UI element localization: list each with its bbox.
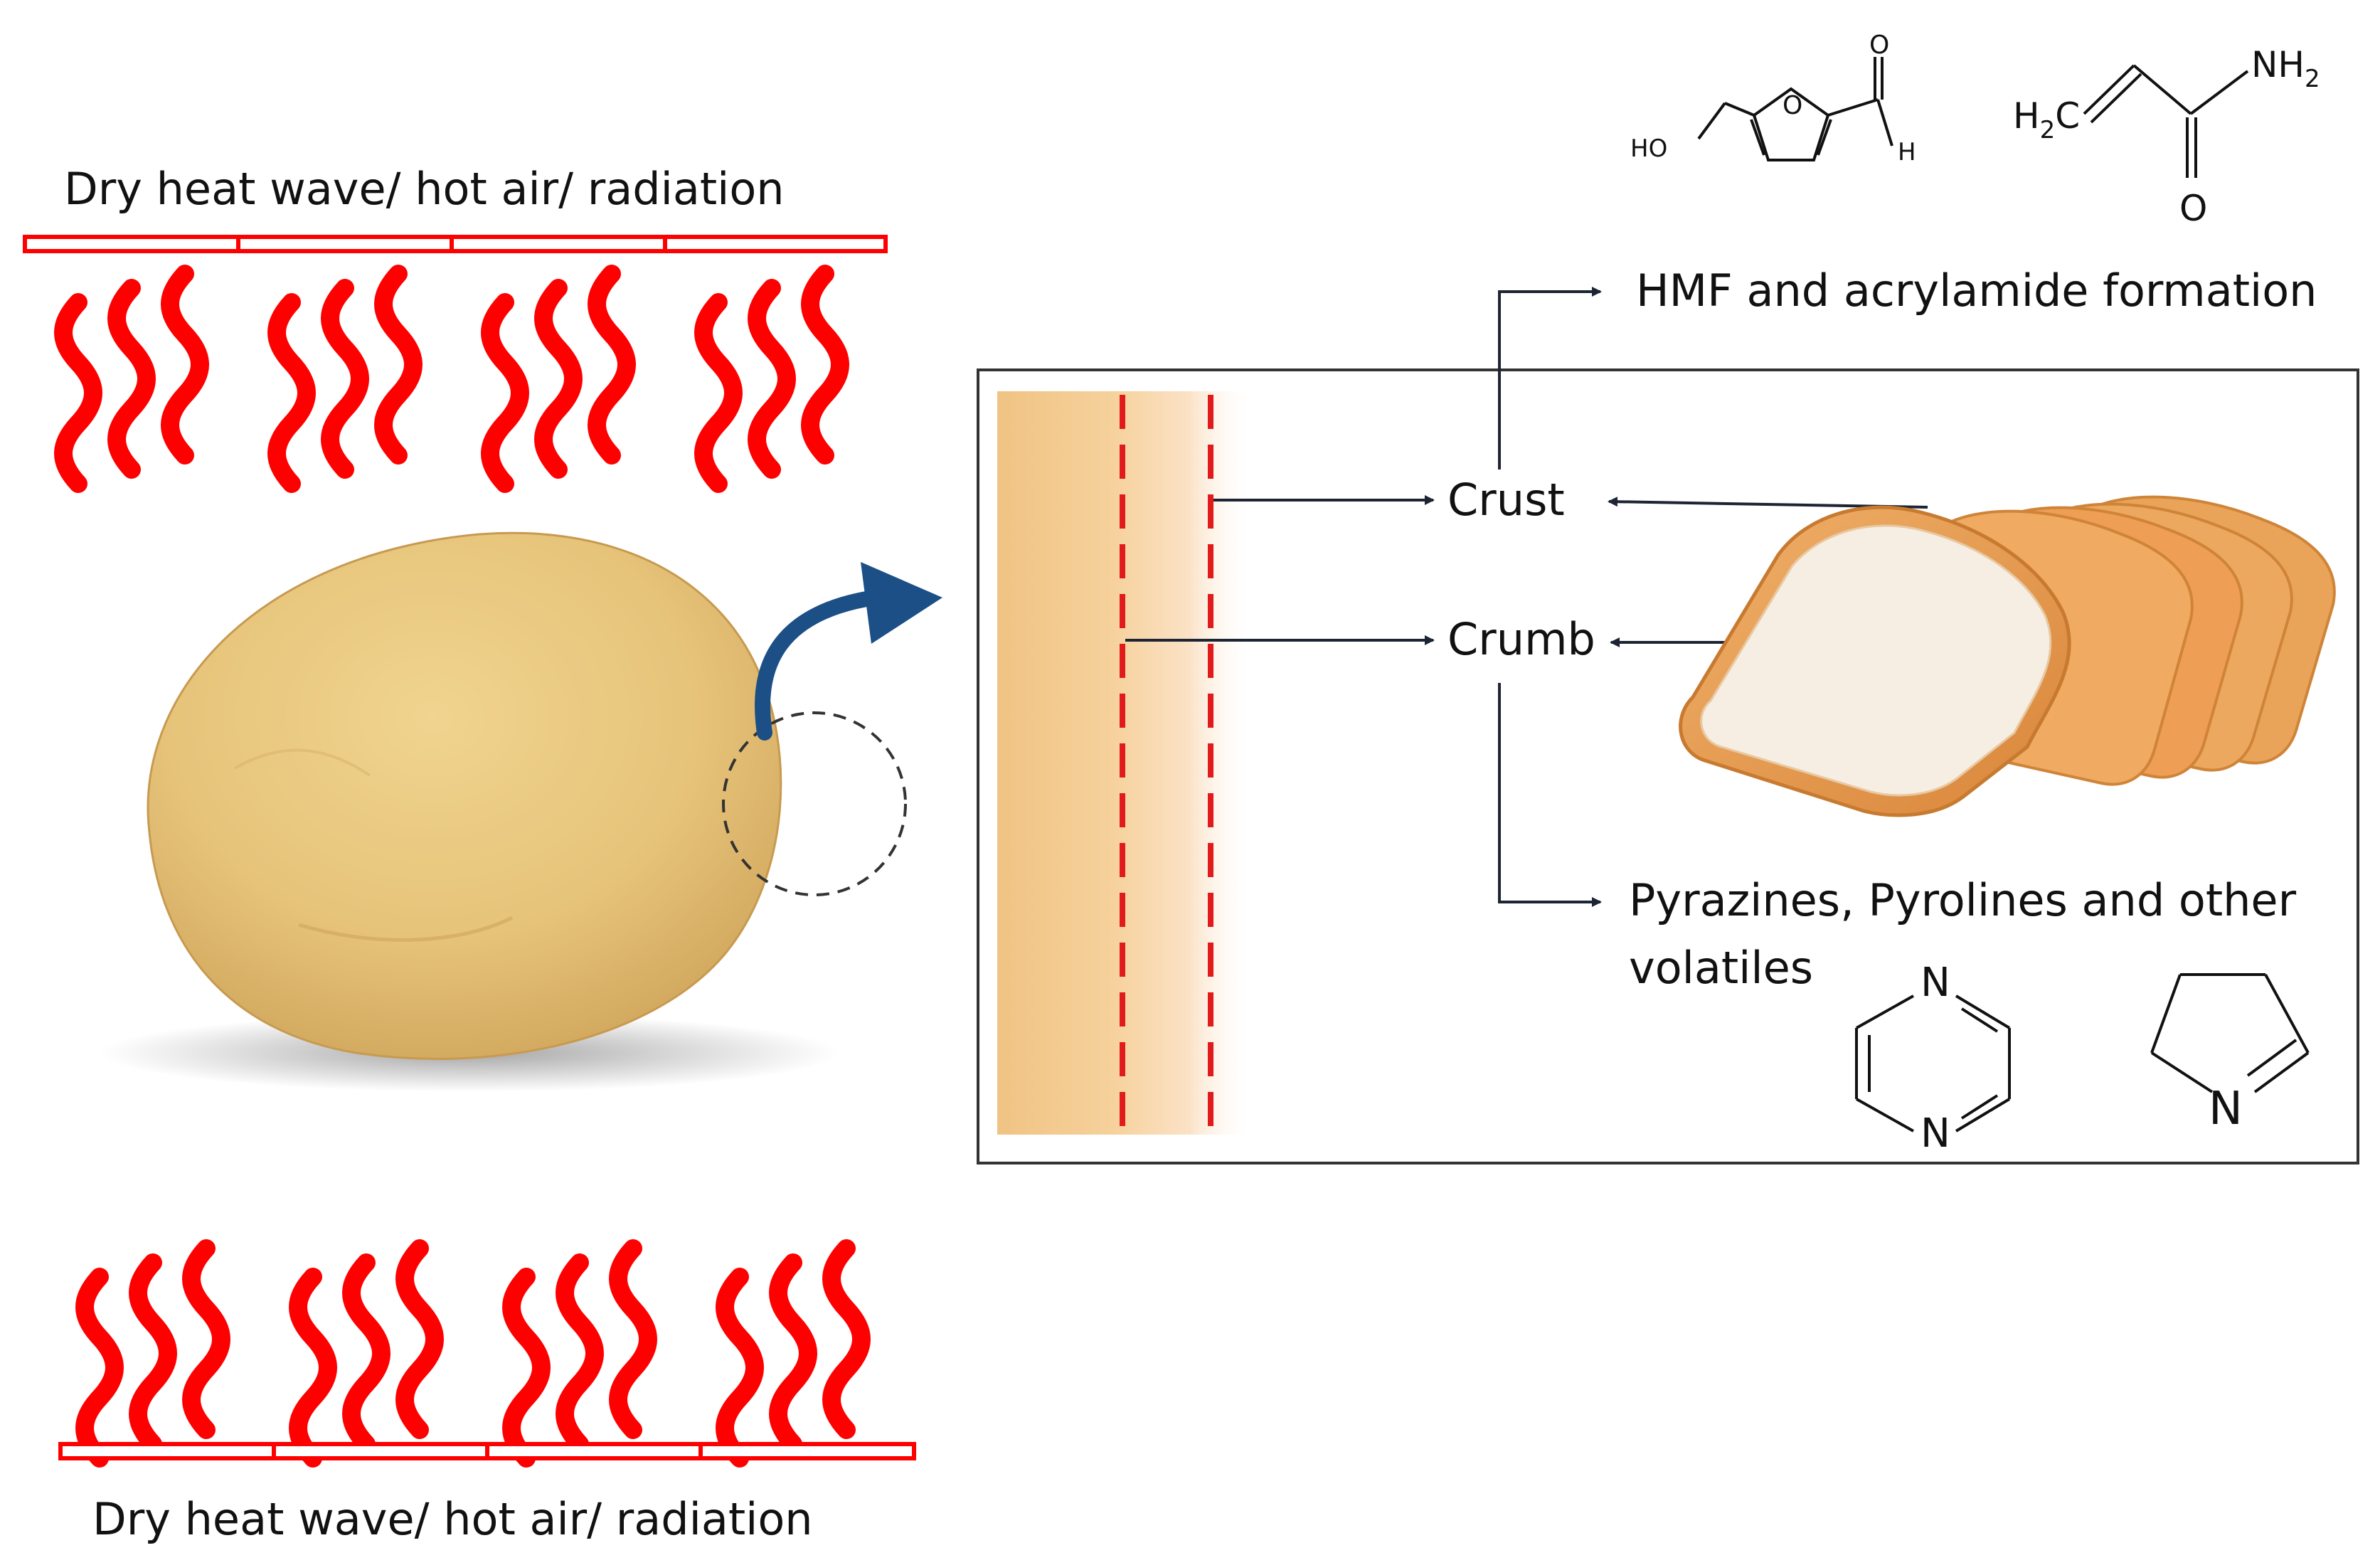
acrylamide-atom-h-subscript: 2 [2040, 116, 2056, 144]
acrylamide-atom-c: C [2055, 95, 2080, 137]
hmf-atom-h: H [1898, 138, 1916, 166]
acrylamide-atom-nh: NH [2251, 44, 2305, 85]
bread-slices [1679, 495, 2336, 817]
acrylamide-molecule-atoms: H2C NH2 O [2013, 44, 2320, 229]
pyrazine-atoms: N N [1921, 960, 1950, 1157]
heat-source-top-label: Dry heat wave/ hot air/ radiation [64, 163, 785, 215]
svg-text:H2C: H2C [2013, 95, 2080, 144]
wavy-heat-icon-bottom [85, 1248, 861, 1458]
pyrroline-molecule [2150, 973, 2310, 1093]
pyrazine-molecule [1855, 994, 2011, 1132]
hmf-atom-o-ring: O [1783, 91, 1802, 120]
zoom-circle [722, 711, 907, 896]
hmf-atom-o-carbonyl: O [1869, 31, 1889, 60]
acrylamide-molecule [2083, 64, 2249, 178]
hmf-molecule [1697, 57, 1893, 161]
pyrroline-atom-n: N [2209, 1083, 2243, 1135]
hmf-molecule-atoms: HO O O H [1630, 31, 1916, 166]
acrylamide-atom-nh-subscript: 2 [2305, 65, 2320, 93]
curved-arrow-icon [755, 562, 942, 741]
cross-section-strip [997, 391, 1253, 1137]
heat-source-bottom-label: Dry heat wave/ hot air/ radiation [92, 1493, 813, 1545]
acrylamide-atom-h: H [2013, 95, 2040, 137]
hmf-acrylamide-label: HMF and acrylamide formation [1636, 265, 2317, 317]
crumb-label: Crumb [1447, 613, 1595, 665]
pyrazine-atom-n-bottom: N [1921, 1110, 1950, 1157]
volatiles-label-line2: volatiles [1629, 942, 1814, 994]
dough-ball [100, 531, 839, 1092]
cross-section-panel [977, 368, 2359, 1165]
pyrazine-atom-n-top: N [1921, 960, 1950, 1006]
heat-plate-bottom [58, 1442, 916, 1460]
svg-text:NH2: NH2 [2251, 44, 2320, 93]
acrylamide-atom-o: O [2179, 188, 2207, 229]
heat-plate-top [23, 235, 888, 253]
volatiles-label-line1: Pyrazines, Pyrolines and other [1629, 874, 2297, 926]
pyrroline-atoms: N [2209, 1083, 2243, 1135]
hmf-atom-ho: HO [1630, 134, 1667, 163]
crust-label: Crust [1447, 474, 1565, 526]
wavy-heat-icon-top [63, 274, 840, 484]
